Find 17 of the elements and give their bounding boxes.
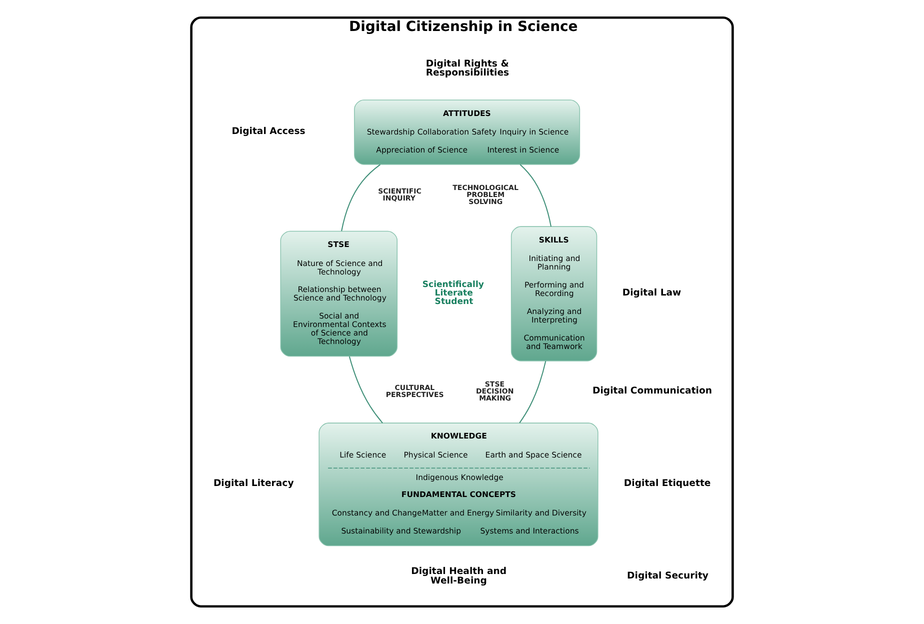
- connector: [520, 164, 552, 227]
- label: Digital Access: [232, 126, 306, 137]
- label: Digital Communication: [592, 386, 712, 397]
- connector: [519, 360, 546, 424]
- label: Digital Etiquette: [624, 478, 711, 490]
- node-box: SKILLS Initiating and Planning Performing and Recording Analyzing and Interpreting Communication and Teamwork: [510, 226, 598, 362]
- label: Digital Rights & Responsibilities: [426, 58, 510, 79]
- connector: [341, 164, 381, 232]
- node-box: STSE Nature of Science and Technology Relationship between Science and Technology Social and Environmental Contexts of Science and Technology: [280, 230, 398, 357]
- node-box: ATTITUDES Stewardship Collaboration Safety Inquiry in Science Appreciation of Science Interest in Science: [354, 100, 580, 165]
- label: Digital Literacy: [213, 478, 294, 490]
- connector: [348, 356, 383, 424]
- node-box: KNOWLEDGE Life Science Physical Science Earth and Space Science Indigenous Knowledge FUNDAMENTAL CONCEPTS Constancy and ChangeMatter and Energy Similarity and Diversity Sustainability and Stewardship Systems and Interactions: [318, 422, 598, 546]
- label: Digital Health and Well-Being: [411, 566, 507, 587]
- label: Scientifically Literate Student: [422, 280, 484, 308]
- label: Digital Law: [622, 287, 682, 298]
- label: Digital Security: [627, 570, 708, 582]
